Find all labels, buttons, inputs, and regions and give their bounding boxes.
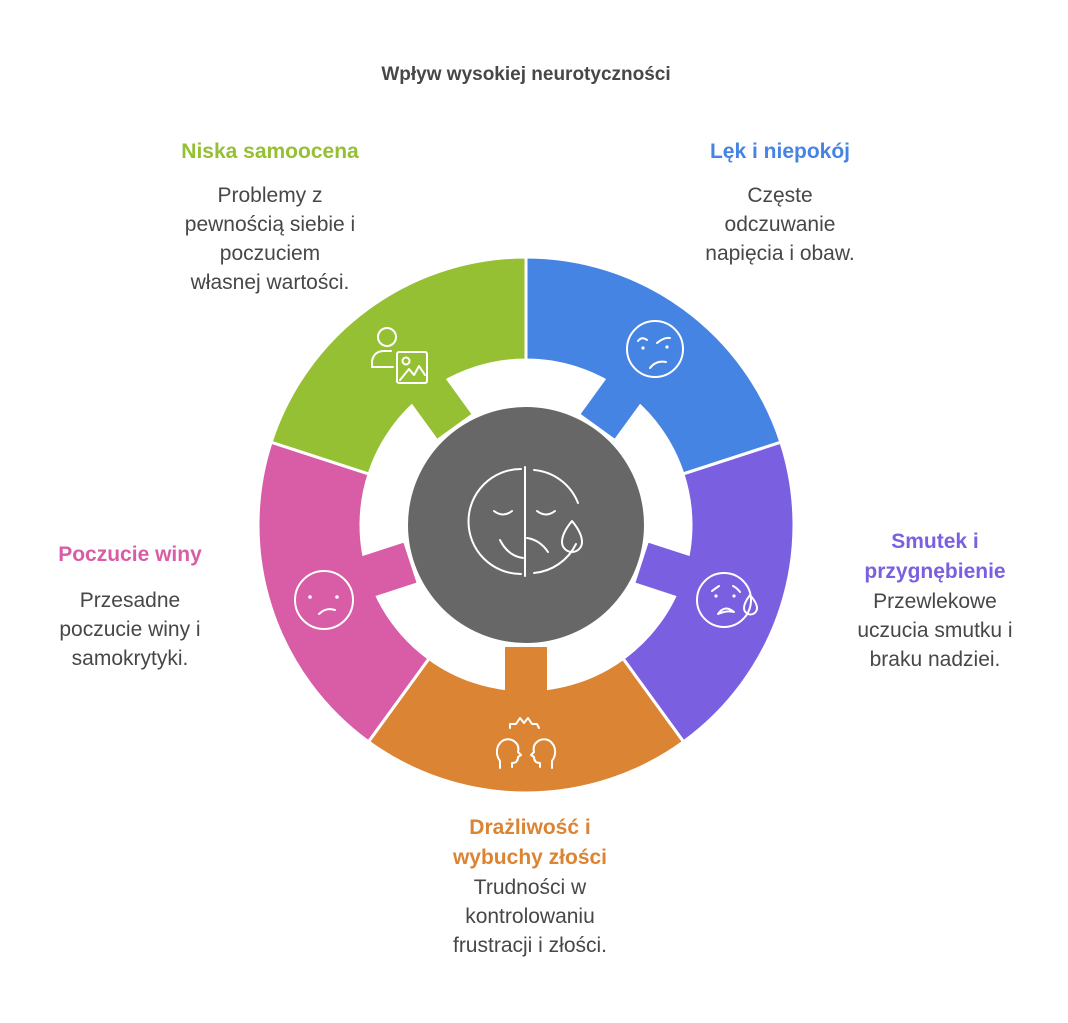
half-smile-half-crying-face-icon (467, 466, 583, 577)
ring-segment-green (269, 255, 528, 476)
conflict-people-icon (495, 717, 557, 769)
segment-description: Przesadne poczucie winy i samokrytyki. (10, 586, 250, 673)
ring-tab-purple (635, 542, 696, 598)
desc-line: napięcia i obaw. (705, 242, 855, 265)
desc-line: samokrytyki. (71, 647, 189, 670)
segment-description: Problemy z pewnością siebie i poczuciem … (150, 181, 390, 297)
desc-line: odczuwanie (724, 213, 836, 236)
ring-segment-purple (620, 440, 796, 744)
desc-line: poczuciem (219, 242, 321, 265)
segment-heading: Niska samoocena (181, 140, 359, 163)
segment-heading: Smutek i przygnębienie (820, 527, 1050, 587)
desc-line: frustracji i złości. (452, 934, 608, 957)
desc-line: pewnością siebie i (184, 213, 356, 236)
ring-segment-orange (366, 656, 686, 795)
heading-line: wybuchy złości (452, 846, 608, 869)
desc-line: Częste (747, 184, 813, 207)
diagram-title: Wpływ wysokiej neurotyczności (381, 64, 671, 85)
ring-tab-blue (580, 374, 644, 439)
segment-heading: Poczucie winy (58, 543, 202, 566)
segment-block-green: Niska samoocena Problemy z pewnością sie… (150, 137, 390, 297)
desc-line: poczucie winy i (59, 618, 201, 641)
desc-line: Trudności w (473, 876, 587, 899)
heading-line: Drażliwość i (469, 816, 591, 839)
sad-sweat-face-icon (696, 572, 758, 628)
ring-segment-pink (256, 440, 432, 744)
heading-line: przygnębienie (864, 560, 1006, 583)
desc-line: braku nadziei. (869, 648, 1001, 671)
frustrated-face-icon (626, 320, 684, 378)
desc-line: własnej wartości. (190, 271, 350, 294)
sad-face-icon (294, 570, 354, 630)
desc-line: kontrolowaniu (465, 905, 595, 928)
heading-line: Smutek i (891, 530, 979, 553)
ring-tab-green (408, 374, 472, 439)
person-image-icon (371, 327, 428, 384)
segment-heading: Drażliwość i wybuchy złości (410, 813, 650, 873)
segment-description: Częste odczuwanie napięcia i obaw. (660, 181, 900, 268)
segment-block-pink: Poczucie winy Przesadne poczucie winy i … (10, 540, 250, 673)
desc-line: Przesadne (79, 589, 181, 612)
desc-line: Problemy z (217, 184, 323, 207)
segment-heading: Lęk i niepokój (709, 140, 851, 163)
ring-tab-pink (356, 542, 417, 598)
desc-line: uczucia smutku i (857, 619, 1013, 642)
segment-block-blue: Lęk i niepokój Częste odczuwanie napięci… (660, 137, 900, 268)
segment-description: Trudności w kontrolowaniu frustracji i z… (410, 873, 650, 960)
segment-block-purple: Smutek i przygnębienie Przewlekowe uczuc… (820, 527, 1050, 674)
segment-block-orange: Drażliwość i wybuchy złości Trudności w … (410, 813, 650, 960)
segment-description: Przewlekowe uczucia smutku i braku nadzi… (820, 587, 1050, 674)
desc-line: Przewlekowe (873, 590, 997, 613)
ring-tab-orange (505, 647, 547, 696)
